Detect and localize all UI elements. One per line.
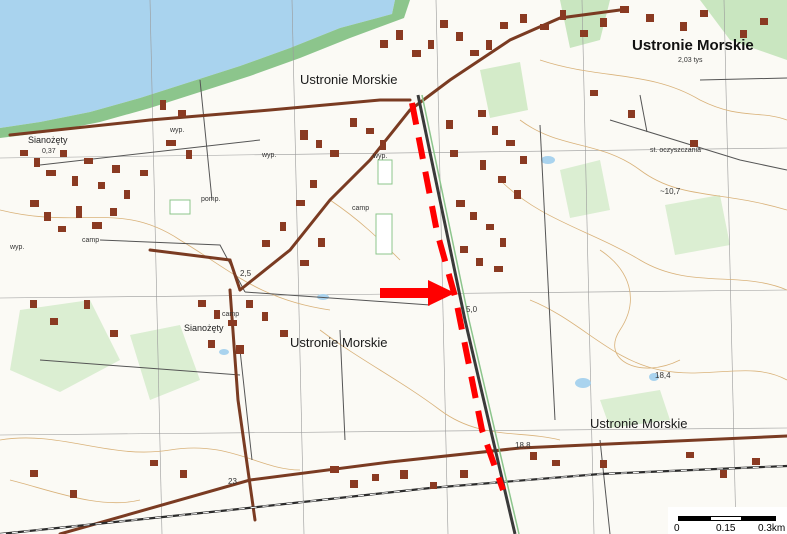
scale-tick-label: 0.15 [716, 523, 736, 534]
place-label-sianozety-s: Sianożęty [184, 323, 224, 333]
population-label-sianozety: 0,37 [42, 148, 56, 155]
pond [649, 373, 659, 381]
feature-label-camp: camp [82, 237, 100, 244]
forest-patch [665, 195, 730, 255]
scale-bar: 0 0.15 0.3km [668, 507, 787, 534]
contour-lines [0, 59, 787, 504]
forest-patch [130, 325, 200, 400]
elevation-label: 18,4 [655, 371, 671, 380]
pond [219, 349, 229, 355]
vertical-road-verge [421, 94, 520, 534]
elevation-label: 18,8 [515, 441, 531, 450]
pond [541, 156, 555, 164]
red-arrow-marker [380, 280, 455, 306]
pond [575, 378, 591, 388]
place-label-ustronie-se: Ustronie Morskie [590, 416, 688, 431]
feature-label-wyp: wyp. [170, 127, 185, 134]
place-label-ustronie-center: Ustronie Morskie [290, 335, 388, 350]
elevation-label: 2,5 [240, 269, 252, 278]
sea [0, 0, 395, 128]
feature-label-wyp: wyp. [10, 244, 25, 251]
place-label-sianozety-w: Sianożęty [28, 135, 68, 145]
beach-strip [0, 0, 410, 138]
highlighted-route [409, 102, 506, 491]
feature-label-wyp: wyp. [373, 153, 388, 160]
elevation-label: 23 [228, 477, 237, 486]
forest-patch [600, 390, 670, 428]
scale-segment [742, 516, 776, 521]
scale-tick-label: 0 [674, 523, 680, 534]
feature-label-treatment-plant: st. oczyszczania [650, 147, 701, 154]
population-label-ustronie: 2,03 tys [678, 57, 703, 64]
elevation-label: ~10,7 [660, 187, 681, 196]
vertical-road [416, 94, 517, 534]
place-label-ustronie-n: Ustronie Morskie [300, 72, 398, 87]
place-label-ustronie-ne: Ustronie Morskie [632, 37, 754, 54]
elevation-label: 5,0 [466, 305, 478, 314]
minor-roads [39, 77, 787, 534]
campsites [169, 159, 393, 255]
forest-patch [10, 300, 120, 392]
feature-label-camp: camp [352, 205, 370, 212]
scale-tick-label: 0.3km [758, 523, 786, 534]
forest-patch [560, 160, 610, 218]
feature-label-pomp: pomp. [201, 196, 221, 203]
buildings [20, 6, 768, 498]
feature-label-wyp: wyp. [262, 152, 277, 159]
feature-label-camp: camp [222, 311, 240, 318]
scale-segment [678, 516, 710, 521]
scale-segment [710, 516, 742, 521]
forest-patch [480, 62, 528, 118]
